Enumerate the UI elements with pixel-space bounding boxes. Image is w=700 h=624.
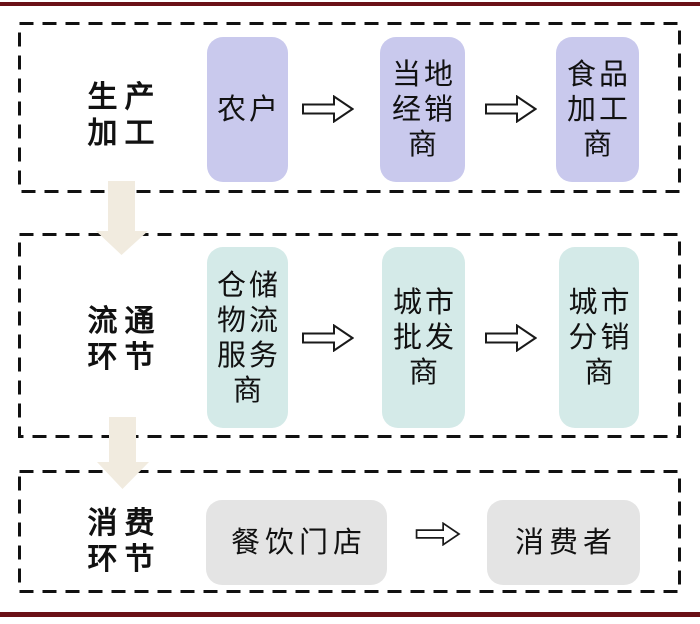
- right-arrow-icon: [485, 95, 537, 123]
- node-text: 食品: [566, 57, 631, 91]
- consumption-section-frame: [18, 470, 681, 593]
- node-text: 加工: [566, 92, 631, 126]
- node-text: 餐饮门店: [230, 525, 367, 559]
- node-city-distributor: 城市 分销 商: [559, 247, 639, 428]
- right-arrow-icon: [485, 324, 537, 352]
- node-text: 城市: [568, 285, 633, 319]
- down-arrow-production-to-circulation: [96, 181, 148, 255]
- node-text: 分销: [568, 320, 633, 354]
- bottom-rule: [0, 612, 700, 617]
- label-line: 生产: [87, 80, 162, 115]
- node-text: 消费者: [514, 525, 617, 559]
- node-text: 服务: [216, 337, 281, 372]
- label-line: 加工: [87, 116, 162, 151]
- label-line: 环节: [87, 340, 162, 375]
- section-label-consumption: 消费 环节: [78, 506, 164, 578]
- label-line: 流通: [87, 304, 162, 339]
- down-arrow-circulation-to-consumption: [97, 417, 149, 489]
- node-text: 城市: [392, 285, 457, 319]
- node-text: 农户: [216, 92, 281, 126]
- node-consumer: 消费者: [487, 500, 640, 585]
- node-text: 物流: [216, 302, 281, 337]
- label-line: 环节: [87, 542, 162, 577]
- right-arrow-icon: [302, 324, 354, 352]
- right-arrow-icon: [302, 95, 354, 123]
- node-text: 仓储: [216, 267, 281, 302]
- section-label-circulation: 流通 环节: [78, 304, 164, 376]
- top-rule: [0, 2, 700, 6]
- node-farmers: 农户: [207, 37, 288, 182]
- right-arrow-icon: [413, 522, 463, 546]
- node-warehouse-logistics-provider: 仓储 物流 服务 商: [207, 247, 288, 428]
- circulation-section-frame: [18, 233, 681, 438]
- node-text: 商: [582, 127, 615, 161]
- node-city-wholesaler: 城市 批发 商: [382, 247, 465, 428]
- node-text: 商: [407, 127, 440, 161]
- node-restaurant-store: 餐饮门店: [206, 500, 387, 585]
- node-text: 批发: [392, 320, 457, 354]
- node-text: 当地: [391, 57, 456, 91]
- section-label-production: 生产 加工: [78, 80, 164, 152]
- node-local-distributor: 当地 经销 商: [380, 37, 465, 182]
- node-text: 经销: [391, 92, 456, 126]
- node-text: 商: [584, 355, 617, 389]
- label-line: 消费: [87, 506, 162, 541]
- node-text: 商: [232, 372, 265, 407]
- production-section-frame: [18, 22, 681, 193]
- node-text: 商: [408, 355, 441, 389]
- node-food-processor: 食品 加工 商: [556, 37, 639, 182]
